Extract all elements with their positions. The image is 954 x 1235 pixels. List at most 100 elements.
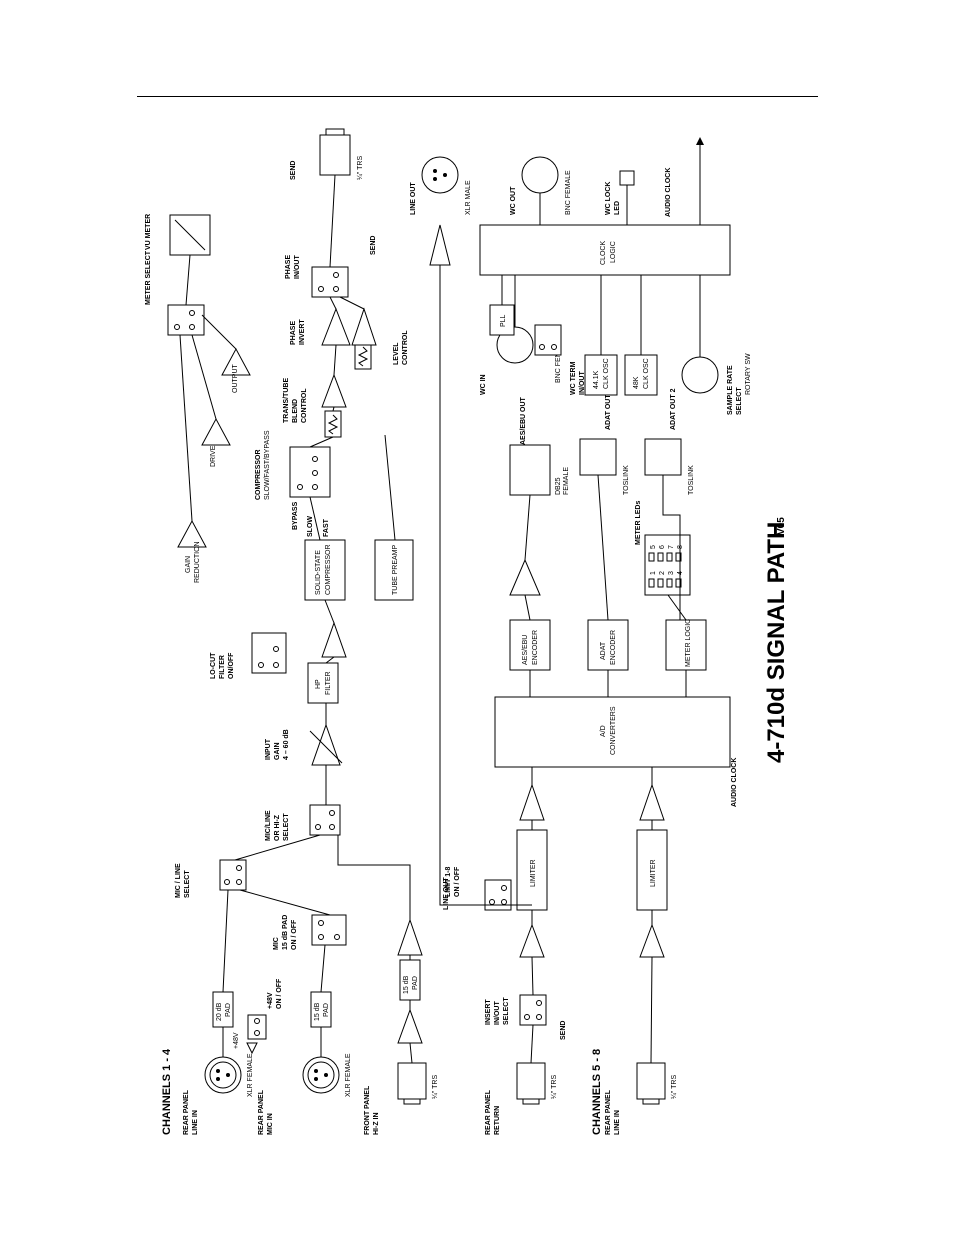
svg-text:20 dB: 20 dB [216,1002,223,1021]
solid-state-compressor-block: SOLID-STATE COMPRESSOR [304,539,346,601]
svg-text:CONTROL: CONTROL [301,388,308,423]
svg-text:SELECT: SELECT [184,870,191,898]
svg-text:COMPRESSOR: COMPRESSOR [325,544,332,595]
svg-text:ON/OFF: ON/OFF [228,652,235,679]
mic-line-switch: MIC / LINE SELECT [175,859,247,898]
output-label: OUTPUT [232,364,239,394]
svg-text:XLR MALE: XLR MALE [465,180,472,215]
lo-cut-switch: LO-CUT FILTER ON/OFF [210,632,287,679]
front-hiz-in-jack: FRONT PANEL HI-Z IN ¼" TRS [364,1062,439,1135]
osc-48-block: 48K CLK OSC [624,354,658,396]
rear-mic-in-jack: REAR PANEL MIC IN XLR FEMALE [258,1053,352,1135]
svg-text:XLR FEMALE: XLR FEMALE [345,1053,352,1097]
svg-text:IN/OUT: IN/OUT [294,255,301,279]
gain-reduction-label-2: REDUCTION [194,541,201,583]
pad-15db-hiz: 15 dB PAD [399,959,421,1001]
svg-text:PHASE: PHASE [285,255,292,279]
svg-text:REAR PANEL: REAR PANEL [258,1089,265,1135]
limiter-block-2: LIMITER [636,829,668,911]
audio-clock-label-out: AUDIO CLOCK [665,168,672,217]
return-amp [519,923,545,958]
plus48-label: +48V [233,1032,240,1049]
hiz-amp2 [397,918,423,956]
svg-text:LINE IN: LINE IN [192,1110,199,1135]
svg-text:LIMITER: LIMITER [530,859,537,887]
svg-text:SELECT: SELECT [503,997,510,1025]
svg-text:METER SELECT: METER SELECT [145,250,152,305]
audio-clock-label-ad: AUDIO CLOCK [731,758,738,807]
svg-text:CLOCK: CLOCK [600,241,607,265]
meter-led [648,578,655,588]
hp-filter-block: HP FILTER [307,662,339,704]
meter-led [648,552,655,562]
tube-preamp-block: TUBE PREAMP [374,539,414,601]
svg-text:INSERT: INSERT [485,999,492,1025]
ad-amp-1 [519,783,545,821]
phase-invert-label-2: INVERT [299,319,306,345]
ad-converters-block: A/D CONVERTERS [494,696,731,768]
svg-text:VU METER: VU METER [145,214,152,250]
svg-text:4 – 60 dB: 4 – 60 dB [283,729,290,760]
svg-text:¼" TRS: ¼" TRS [432,1075,439,1099]
svg-text:15 dB: 15 dB [403,975,410,994]
svg-text:TOSLINK: TOSLINK [688,465,695,495]
svg-text:HI-Z IN: HI-Z IN [373,1112,380,1135]
comp-bypass-label: BYPASS [292,501,299,530]
svg-text:ADAT OUT 2: ADAT OUT 2 [670,388,677,430]
svg-text:LOGIC: LOGIC [610,241,617,263]
clock-logic-block: CLOCK LOGIC [479,224,731,276]
phantom-switch: +48V ON / OFF [247,978,283,1040]
svg-text:COMPRESSOR: COMPRESSOR [255,449,262,500]
svg-text:CLK OSC: CLK OSC [603,358,610,389]
output-amp [221,347,251,376]
svg-text:ENCODER: ENCODER [610,630,617,665]
svg-text:BNC FEMALE: BNC FEMALE [565,170,572,215]
svg-text:ENCODER: ENCODER [532,630,539,665]
svg-text:+48V: +48V [267,992,274,1009]
svg-text:PAD: PAD [412,976,419,990]
drive-amp [201,417,231,446]
channel14-wiring [179,174,413,1064]
svg-text:¼" TRS: ¼" TRS [671,1075,678,1099]
blend-amp [321,373,347,408]
send-jack: SEND ¼" TRS [290,128,364,180]
level-amp [351,307,377,346]
comp-slow-label: SLOW [307,516,314,537]
svg-text:IN/OUT: IN/OUT [494,1001,501,1025]
svg-text:IN/OUT: IN/OUT [579,371,586,395]
pad-20db: 20 dB PAD [212,991,234,1028]
svg-text:MIC: MIC [273,937,280,950]
svg-text:ON / OFF: ON / OFF [291,919,298,950]
phantom-tri [246,1042,258,1055]
svg-text:¼" TRS: ¼" TRS [357,156,364,180]
svg-text:44.1K: 44.1K [593,370,600,389]
adat-out-2: ADAT OUT 2 TOSLINK [644,388,695,495]
svg-text:AES/EBU: AES/EBU [522,635,529,665]
phase-inout-switch: PHASE IN/OUT [285,255,349,298]
svg-text:FRONT PANEL: FRONT PANEL [364,1085,371,1135]
svg-text:CONVERTERS: CONVERTERS [610,706,617,755]
svg-text:WC IN: WC IN [480,374,487,395]
svg-text:CONTROL: CONTROL [402,330,409,365]
svg-text:WC TERM: WC TERM [570,361,577,395]
meter-led [666,552,673,562]
svg-text:PLL: PLL [500,314,507,327]
svg-text:MIC / LINE: MIC / LINE [175,863,182,898]
svg-text:MIC/LINE: MIC/LINE [265,810,272,841]
adat-out-1: ADAT OUT 1 TOSLINK [579,388,630,495]
input-gain-amp [311,723,341,766]
svg-text:SOLID-STATE: SOLID-STATE [315,550,322,595]
diagram-title: 4-710d SIGNAL PATH [763,522,790,763]
svg-text:REAR PANEL: REAR PANEL [183,1089,190,1135]
svg-text:15 dB: 15 dB [314,1002,321,1021]
meter-led [657,578,664,588]
line-out-xlr: LINE OUT XLR MALE [410,156,472,215]
svg-text:RETURN: RETURN [494,1106,501,1135]
wc-out-connector: WC OUT BNC FEMALE [510,156,572,215]
svg-text:INPUT: INPUT [265,738,272,760]
svg-text:MIC IN: MIC IN [267,1113,274,1135]
svg-text:48K: 48K [633,376,640,389]
svg-text:CLK OSC: CLK OSC [643,358,650,389]
svg-text:LEVEL: LEVEL [393,342,400,365]
svg-text:AES/EBU OUT: AES/EBU OUT [520,396,527,445]
